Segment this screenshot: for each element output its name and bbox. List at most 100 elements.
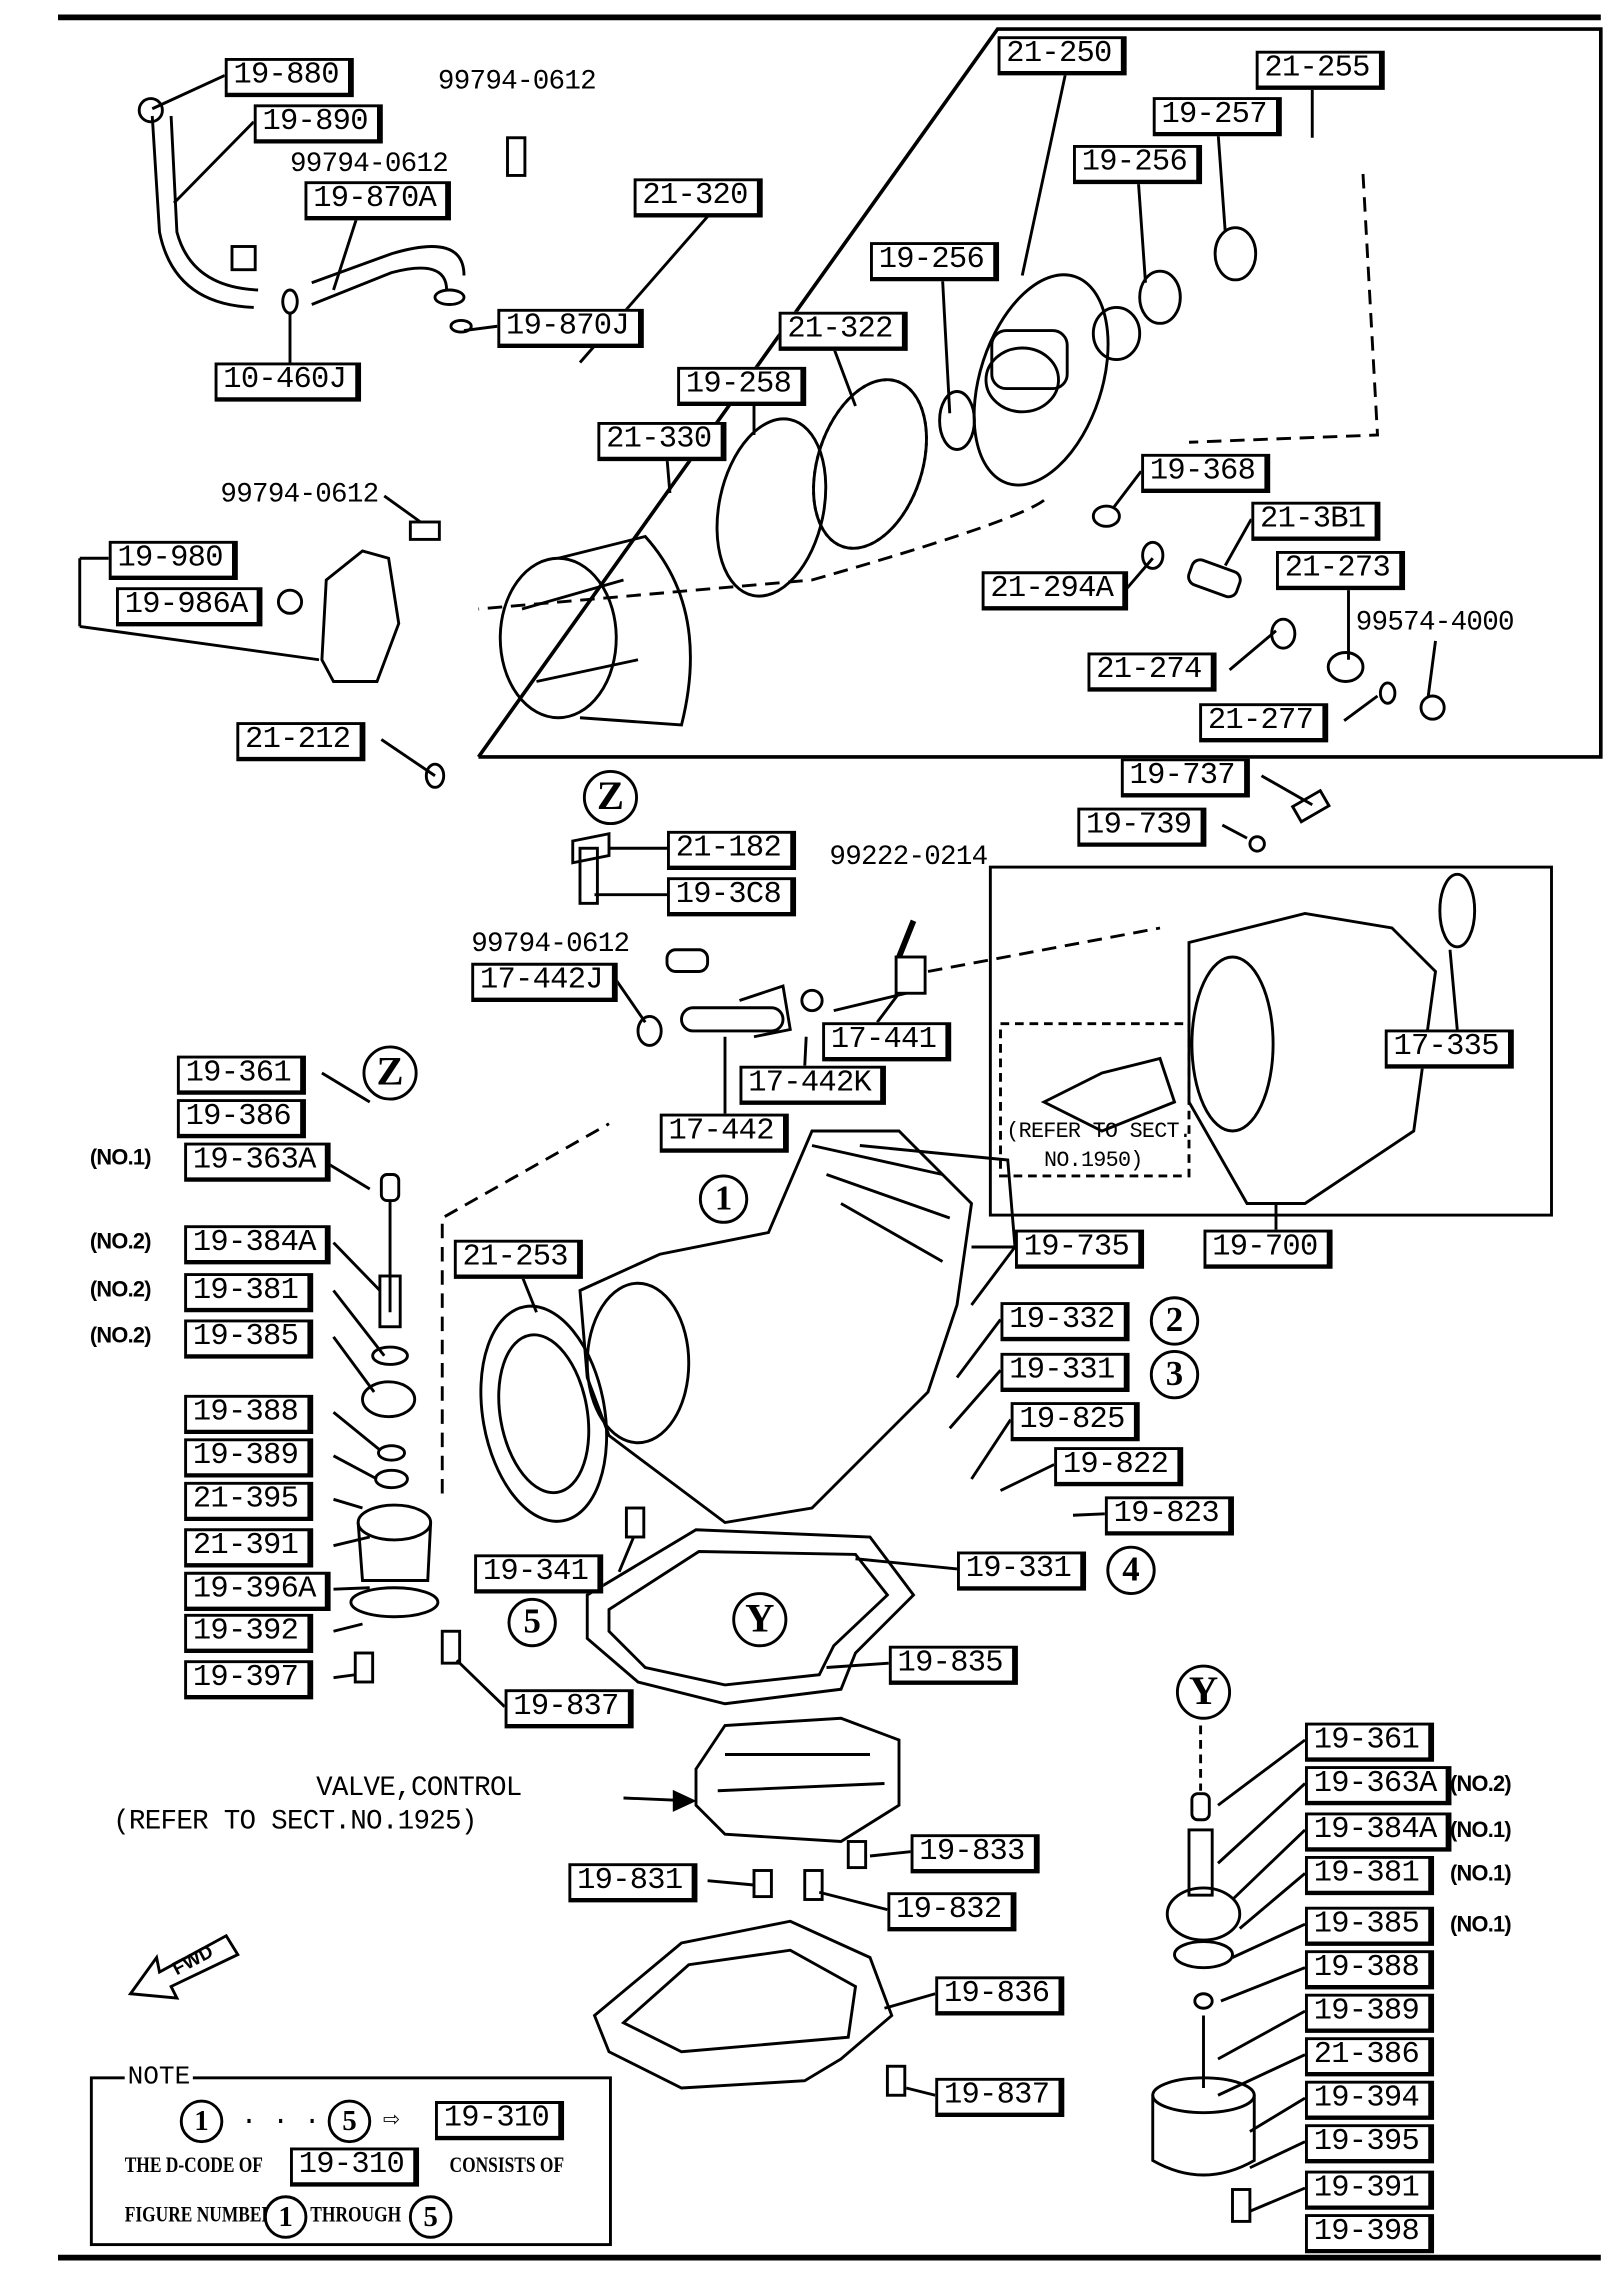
part-number-19-258[interactable]: 19-258 — [677, 366, 806, 406]
part-number-19-368[interactable]: 19-368 — [1141, 453, 1270, 494]
leader-line — [1223, 518, 1253, 567]
part-number-21-182[interactable]: 21-182 — [667, 830, 796, 870]
part-number-19-389[interactable]: 19-389 — [1305, 1993, 1434, 2033]
part-number-text: 99794-0612 — [220, 478, 379, 511]
part-number-21-3b1[interactable]: 21-3B1 — [1251, 501, 1380, 541]
part-number-19-256[interactable]: 19-256 — [1073, 145, 1202, 185]
part-number-19-331[interactable]: 19-331 — [957, 1551, 1086, 1591]
part-number-19-384a[interactable]: 19-384A — [1305, 1812, 1452, 1852]
leader-line — [1249, 2096, 1306, 2133]
part-number-21-386[interactable]: 21-386 — [1305, 2037, 1434, 2077]
part-number-19-831[interactable]: 19-831 — [568, 1863, 697, 1903]
position-note: (NO.2) — [1450, 1771, 1512, 1797]
part-number-19-392[interactable]: 19-392 — [184, 1613, 313, 1653]
leader-line — [151, 74, 226, 111]
leader-line — [1217, 2053, 1306, 2097]
leader-line — [333, 1535, 371, 1548]
part-number-19-833[interactable]: 19-833 — [910, 1834, 1040, 1874]
part-number-19-385[interactable]: 19-385 — [1305, 1906, 1434, 1946]
part-number-21-277[interactable]: 21-277 — [1199, 703, 1328, 743]
part-number-21-250[interactable]: 21-250 — [997, 36, 1127, 76]
part-number-19-341[interactable]: 19-341 — [474, 1554, 603, 1594]
part-number-19-256[interactable]: 19-256 — [870, 242, 999, 282]
part-number-19-822[interactable]: 19-822 — [1054, 1447, 1183, 1487]
part-number-21-274[interactable]: 21-274 — [1087, 652, 1217, 692]
part-number-19-870a[interactable]: 19-870A — [304, 181, 451, 221]
part-number-19-3c8[interactable]: 19-3C8 — [667, 877, 796, 917]
part-number-19-363a[interactable]: 19-363A — [1305, 1766, 1452, 1806]
part-number-17-442[interactable]: 17-442 — [659, 1113, 789, 1153]
part-number-19-823[interactable]: 19-823 — [1104, 1496, 1234, 1536]
part-number-19-870j[interactable]: 19-870J — [497, 308, 644, 348]
leader-line — [1343, 694, 1379, 722]
part-number-19-832[interactable]: 19-832 — [887, 1892, 1016, 1932]
part-number-19-397[interactable]: 19-397 — [184, 1660, 313, 1700]
part-number-19-836[interactable]: 19-836 — [935, 1976, 1064, 2016]
leader-line — [1260, 774, 1313, 807]
part-number-19-391[interactable]: 19-391 — [1305, 2170, 1434, 2210]
part-number-19-388[interactable]: 19-388 — [1305, 1950, 1434, 1990]
part-number-19-361[interactable]: 19-361 — [176, 1055, 306, 1095]
part-number-19-825[interactable]: 19-825 — [1010, 1402, 1140, 1442]
part-number-21-322[interactable]: 21-322 — [778, 311, 908, 351]
part-number-19-700[interactable]: 19-700 — [1203, 1229, 1333, 1269]
leader-line — [818, 1890, 888, 1912]
position-note: (NO.1) — [1450, 1912, 1512, 1938]
leader-line — [999, 1463, 1055, 1492]
part-number-21-391[interactable]: 21-391 — [184, 1528, 313, 1568]
part-number-19-835[interactable]: 19-835 — [888, 1645, 1018, 1685]
leader-line — [333, 1586, 370, 1591]
part-number-19-331[interactable]: 19-331 — [1000, 1352, 1130, 1392]
part-number-19-735[interactable]: 19-735 — [1015, 1229, 1144, 1269]
part-number-19-257[interactable]: 19-257 — [1152, 97, 1282, 137]
part-number-19-381[interactable]: 19-381 — [1305, 1856, 1434, 1896]
part-number-21-273[interactable]: 21-273 — [1276, 551, 1405, 591]
part-number-21-320[interactable]: 21-320 — [633, 178, 763, 218]
part-number-10-460j[interactable]: 10-460J — [214, 362, 361, 402]
part-number-19-332[interactable]: 19-332 — [1000, 1302, 1130, 1342]
leader-line — [1228, 629, 1277, 672]
part-number-19-363a[interactable]: 19-363A — [184, 1142, 331, 1182]
part-number-21-253[interactable]: 21-253 — [453, 1239, 583, 1279]
part-number-21-255[interactable]: 21-255 — [1255, 50, 1385, 90]
position-note: (NO.1) — [89, 1145, 152, 1171]
part-number-19-395[interactable]: 19-395 — [1305, 2124, 1434, 2164]
oil-cooler-pipe-drawing — [137, 97, 527, 334]
leader-line — [1217, 1782, 1306, 1865]
part-number-19-396a[interactable]: 19-396A — [184, 1571, 331, 1611]
part-number-21-212[interactable]: 21-212 — [236, 722, 365, 762]
leader-line — [332, 1454, 378, 1481]
part-number-19-389[interactable]: 19-389 — [184, 1438, 313, 1478]
part-number-19-385[interactable]: 19-385 — [184, 1319, 313, 1359]
part-number-19-386[interactable]: 19-386 — [176, 1099, 306, 1139]
part-number-19-361[interactable]: 19-361 — [1305, 1722, 1434, 1762]
pump-group-frame — [477, 27, 1603, 759]
transmission-case-drawing — [440, 1122, 1017, 1539]
part-number-17-335[interactable]: 17-335 — [1384, 1029, 1514, 1069]
part-number-19-737[interactable]: 19-737 — [1120, 758, 1250, 798]
part-number-19-384a[interactable]: 19-384A — [184, 1225, 331, 1265]
leader-line — [455, 1659, 506, 1708]
part-number-21-294a[interactable]: 21-294A — [981, 571, 1128, 611]
part-number-19-837[interactable]: 19-837 — [504, 1689, 634, 1729]
leader-line — [333, 1673, 356, 1680]
part-number-19-381[interactable]: 19-381 — [184, 1273, 313, 1313]
part-number-19-986a[interactable]: 19-986A — [116, 587, 263, 627]
part-number-19-394[interactable]: 19-394 — [1305, 2080, 1434, 2120]
part-number-19-388[interactable]: 19-388 — [184, 1394, 313, 1435]
part-number-19-837[interactable]: 19-837 — [935, 2077, 1064, 2117]
part-number-21-330[interactable]: 21-330 — [597, 421, 726, 462]
part-number-19-980[interactable]: 19-980 — [108, 540, 238, 580]
servo-left-drawing — [349, 1173, 462, 1684]
part-number-17-442k[interactable]: 17-442K — [739, 1065, 886, 1105]
part-number-21-395[interactable]: 21-395 — [184, 1481, 313, 1522]
part-number-17-441[interactable]: 17-441 — [822, 1022, 951, 1062]
part-number-17-442j[interactable]: 17-442J — [471, 962, 618, 1002]
part-number-19-739[interactable]: 19-739 — [1077, 807, 1206, 847]
part-number-19-880[interactable]: 19-880 — [224, 58, 354, 98]
leader-line — [383, 494, 422, 524]
part-number-19-890[interactable]: 19-890 — [253, 104, 383, 144]
leader-line — [1448, 949, 1459, 1030]
leader-line — [332, 1336, 376, 1393]
part-number-19-398[interactable]: 19-398 — [1305, 2214, 1434, 2254]
